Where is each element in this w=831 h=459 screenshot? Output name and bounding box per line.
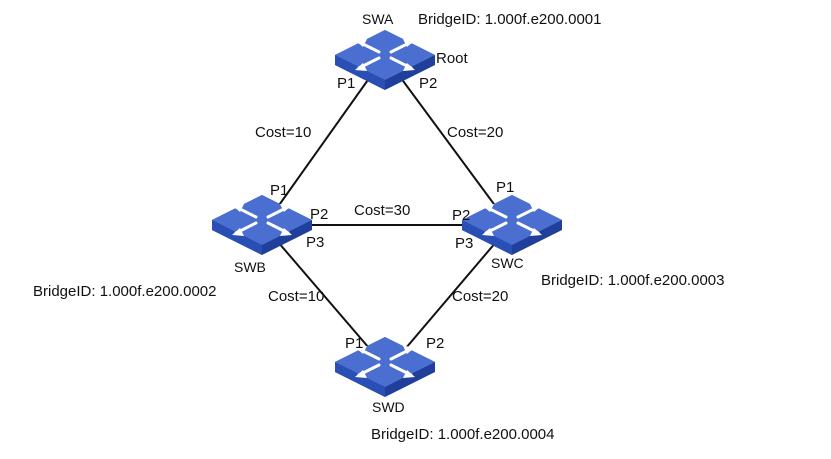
swb-bridge-id: BridgeID: 1.000f.e200.0002 xyxy=(33,283,216,300)
swc-bridge-id: BridgeID: 1.000f.e200.0003 xyxy=(541,272,724,289)
swa-name: SWA xyxy=(362,11,394,27)
swc-port-p1: P1 xyxy=(496,179,514,196)
swb-port-p2: P2 xyxy=(310,206,328,223)
swc-port-p2: P2 xyxy=(452,207,470,224)
swa-port-p2: P2 xyxy=(419,75,437,92)
switch-swb xyxy=(210,193,314,257)
switch-icon xyxy=(460,193,564,257)
swd-bridge-id: BridgeID: 1.000f.e200.0004 xyxy=(371,426,554,443)
swd-port-p1: P1 xyxy=(345,335,363,352)
swb-name: SWB xyxy=(234,259,266,275)
link-swa-swb xyxy=(271,69,376,216)
cost-swb-swc: Cost=30 xyxy=(354,202,410,219)
cost-swa-swc: Cost=20 xyxy=(447,124,503,141)
link-swc-swd xyxy=(399,234,503,356)
swa-role-label: Root xyxy=(436,50,469,67)
cost-swb-swd: Cost=10 xyxy=(268,288,324,305)
switch-icon xyxy=(210,193,314,257)
swc-name: SWC xyxy=(491,255,524,271)
swb-port-p1: P1 xyxy=(270,182,288,199)
swa-bridge-id: BridgeID: 1.000f.e200.0001 xyxy=(418,11,601,28)
cost-swa-swb: Cost=10 xyxy=(255,124,311,141)
swa-port-p1: P1 xyxy=(337,75,355,92)
swd-port-p2: P2 xyxy=(426,335,444,352)
swc-port-p3: P3 xyxy=(455,235,473,252)
cost-swc-swd: Cost=20 xyxy=(452,288,508,305)
link-swb-swd xyxy=(271,234,376,356)
swb-port-p3: P3 xyxy=(306,234,324,251)
swd-name: SWD xyxy=(372,399,405,415)
link-swa-swc xyxy=(394,69,503,216)
switch-swc xyxy=(460,193,564,257)
